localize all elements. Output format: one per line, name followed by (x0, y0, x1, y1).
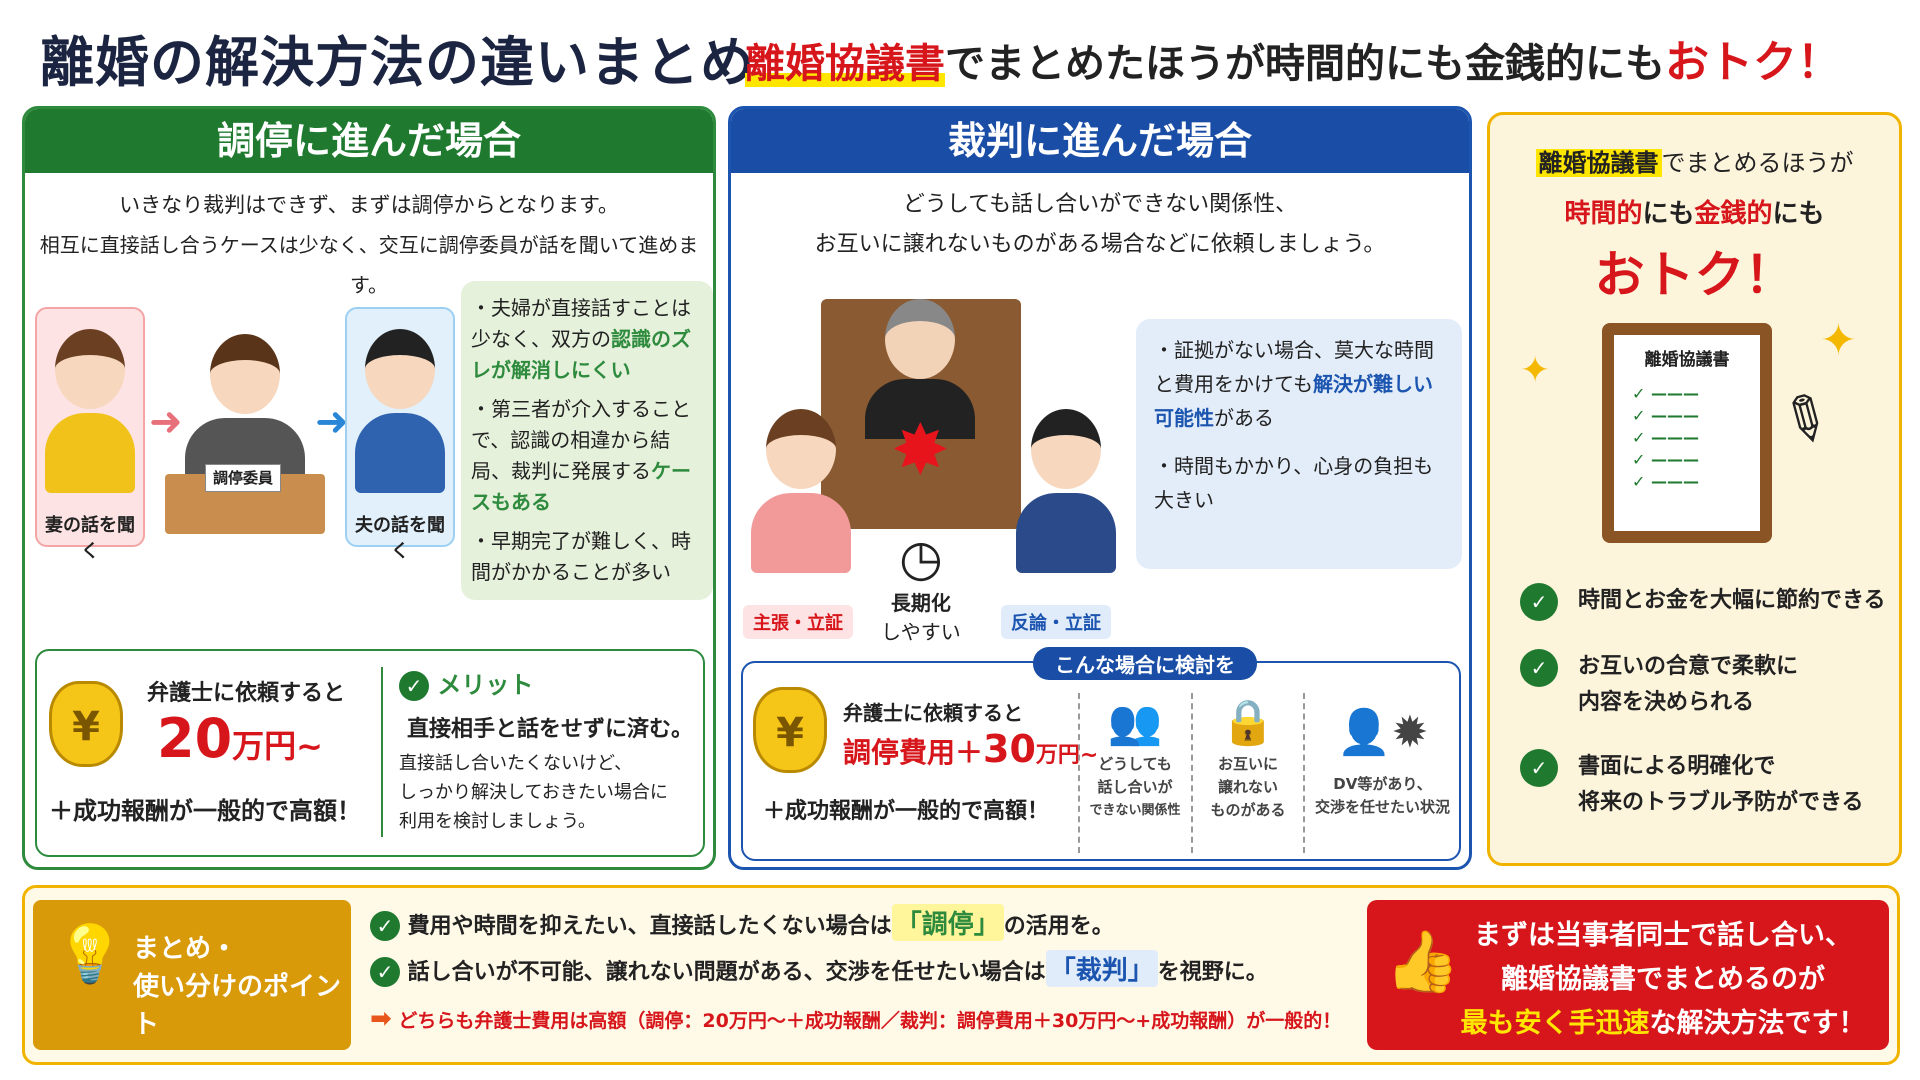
bullet: ・早期完了が難しく、時間がかかることが多い (471, 529, 691, 584)
husband-label: 夫の話を聞く (355, 515, 445, 562)
check-icon: ✓ (1520, 749, 1558, 787)
check-icon: ✓ (1520, 583, 1558, 621)
clipboard-illustration: 離婚協議書 ✓ ———✓ ———✓ ———✓ ———✓ ——— (1602, 323, 1772, 543)
check-icon: ✓ (1520, 649, 1558, 687)
summary-label: 💡 まとめ・使い分けのポイント (33, 900, 351, 1050)
consider-tag: こんな場合に検討を (1033, 647, 1257, 680)
mediation-header: 調停に進んだ場合 (25, 109, 713, 173)
benefit-item: ✓お互いの合意で柔軟に内容を決められる (1520, 649, 1886, 721)
merit-main: 直接相手と話をせずに済む。 (407, 717, 694, 742)
judge-bench-illustration (821, 299, 1021, 529)
sparkle-icon: ✦ (1820, 315, 1857, 366)
mediator-illustration: 調停委員 (165, 314, 325, 554)
mediation-fee-box: ¥ 弁護士に依頼すると 20万円~ ＋成功報酬が一般的で高額！ ✓ メリット 直… (35, 649, 705, 857)
fee-amount: 調停費用＋30万円~ (843, 727, 1099, 771)
conflict-burst-icon: ✸ (891, 409, 950, 491)
checklist-icon: ✓ ———✓ ———✓ ———✓ ———✓ ——— (1632, 384, 1699, 491)
rebuttal-label: 反論・立証 (1001, 605, 1111, 639)
case-no-compromise: 🔒お互いに譲れないものがある (1193, 693, 1303, 822)
sparkle-icon: ✦ (1520, 350, 1551, 391)
money-bag-icon: ¥ (753, 687, 827, 773)
defendant-illustration (1006, 409, 1126, 573)
mediation-panel: 調停に進んだ場合 いきなり裁判はできず、まずは調停からとなります。相互に直接話し… (22, 106, 716, 870)
fee-note: ＋成功報酬が一般的で高額！ (763, 799, 1050, 824)
check-icon: ✓ (399, 671, 429, 701)
husband-body (355, 413, 445, 493)
intro-line: 相互に直接話し合うケースは少なく、交互に調停委員が話を聞いて進めます。 (39, 233, 699, 297)
fee-lead: 弁護士に依頼すると (147, 681, 346, 706)
plaintiff-illustration (741, 409, 861, 573)
headline-text: でまとめたほうが時間的にも金銭的にも (945, 41, 1665, 87)
trial-fee-box: こんな場合に検討を ¥ 弁護士に依頼すると 調停費用＋30万円~ ＋成功報酬が一… (741, 647, 1461, 861)
wife-body (45, 413, 135, 493)
divider (381, 667, 383, 837)
summary-warning: ➡ どちらも弁護士費用は高額（調停：20万円～＋成功報酬／裁判：調停費用＋30万… (370, 1004, 1342, 1034)
agreement-otoku: おトク！ (1594, 246, 1795, 304)
benefit-item: ✓書面による明確化で将来のトラブル予防ができる (1520, 749, 1886, 821)
clock-group: ◷長期化しやすい (881, 529, 961, 644)
trial-panel: 裁判に進んだ場合 どうしても話し合いができない関係性、お互いに譲れないものがある… (728, 106, 1472, 870)
wife-illustration (55, 329, 125, 409)
broken-heart-couple-icon: 👥 (1107, 697, 1163, 748)
wife-label: 妻の話を聞く (45, 515, 135, 562)
dv-people-icon: 👤✹ (1336, 707, 1429, 758)
mediation-bullets: ・夫婦が直接話すことは少なく、双方の認識のズレが解消しにくい ・第三者が介入する… (461, 281, 713, 600)
clock-icon: ◷ (899, 529, 943, 587)
bullet: ・時間もかかり、心身の負担も大きい (1154, 454, 1434, 512)
trial-header: 裁判に進んだ場合 (731, 109, 1469, 173)
mediation-intro: いきなり裁判はできず、まずは調停からとなります。相互に直接話し合うケースは少なく… (25, 185, 713, 305)
summary-row: ✓ 費用や時間を抑えたい、直接話したくない場合は「調停」の活用を。 (370, 904, 1114, 941)
money-bag-icon: ¥ (49, 681, 123, 767)
wife-card: 妻の話を聞く (35, 307, 145, 562)
intro-line: いきなり裁判はできず、まずは調停からとなります。 (119, 193, 619, 217)
cta-box: 👍 まずは当事者同士で話し合い、離婚協議書でまとめるのが 最も安く手迅速な解決方… (1367, 900, 1889, 1050)
check-icon: ✓ (370, 911, 400, 941)
pen-icon: ✎ (1765, 377, 1845, 463)
arrow-right-icon: ➜ (315, 399, 349, 445)
agreement-line1: 離婚協議書でまとめるほうが (1490, 143, 1899, 178)
fee-lead: 弁護士に依頼すると (843, 701, 1023, 725)
fee-amount: 20万円~ (157, 707, 323, 770)
merit-title: ✓ メリット (399, 665, 533, 701)
benefit-list: ✓時間とお金を大幅に節約できる ✓お互いの合意で柔軟に内容を決められる ✓書面に… (1520, 583, 1886, 849)
summary-row: ✓ 話し合いが不可能、譲れない問題がある、交渉を任せたい場合は「裁判」を視野に。 (370, 950, 1268, 987)
lightbulb-icon: 💡 (55, 922, 125, 987)
arrow-right-icon: ➜ (149, 399, 183, 445)
arrow-right-icon: ➡ (370, 1004, 392, 1034)
husband-illustration (365, 329, 435, 409)
claim-label: 主張・立証 (743, 605, 853, 639)
merit-sub: 直接話し合いたくないけど、しっかり解決しておきたい場合に利用を検討しましょう。 (399, 753, 668, 832)
agreement-line2: 時間的にも金銭的にも (1564, 199, 1825, 229)
lock-icon: 🔒 (1220, 697, 1276, 748)
case-no-dialogue: 👥どうしても話し合いができない関係性 (1080, 693, 1190, 822)
doc-title: 離婚協議書 (1614, 335, 1760, 531)
page-title: 離婚の解決方法の違いまとめ (40, 31, 755, 94)
headline-highlight: 離婚協議書 (745, 41, 945, 87)
bullet: ・証拠がない場合、莫大な時間と費用をかけても解決が難しい可能性がある (1154, 338, 1434, 430)
thumbs-up-icon: 👍 (1385, 927, 1460, 997)
mediator-sign: 調停委員 (205, 464, 281, 492)
case-dv: 👤✹DV等があり、交渉を任せたい状況 (1305, 693, 1460, 819)
check-icon: ✓ (370, 957, 400, 987)
benefit-item: ✓時間とお金を大幅に節約できる (1520, 583, 1886, 621)
fee-note: ＋成功報酬が一般的で高額！ (49, 797, 361, 825)
trial-intro: どうしても話し合いができない関係性、お互いに譲れないものがある場合などに依頼しま… (814, 192, 1386, 257)
bullet: ・第三者が介入することで、認識の相違から結局、裁判に発展するケースもある (471, 397, 691, 514)
trial-bullets: ・証拠がない場合、莫大な時間と費用をかけても解決が難しい可能性がある ・時間もか… (1136, 319, 1462, 569)
agreement-panel: 離婚協議書でまとめるほうが 時間的にも金銭的にも おトク！ 離婚協議書 ✓ ——… (1487, 112, 1902, 866)
bullet: ・夫婦が直接話すことは少なく、双方の認識のズレが解消しにくい (471, 296, 691, 382)
summary-bar: 💡 まとめ・使い分けのポイント ✓ 費用や時間を抑えたい、直接話したくない場合は… (22, 885, 1900, 1065)
headline: 離婚協議書でまとめたほうが時間的にも金銭的にもおトク！ (745, 26, 1841, 90)
husband-card: 夫の話を聞く (345, 307, 455, 562)
headline-otoku: おトク！ (1665, 37, 1841, 88)
